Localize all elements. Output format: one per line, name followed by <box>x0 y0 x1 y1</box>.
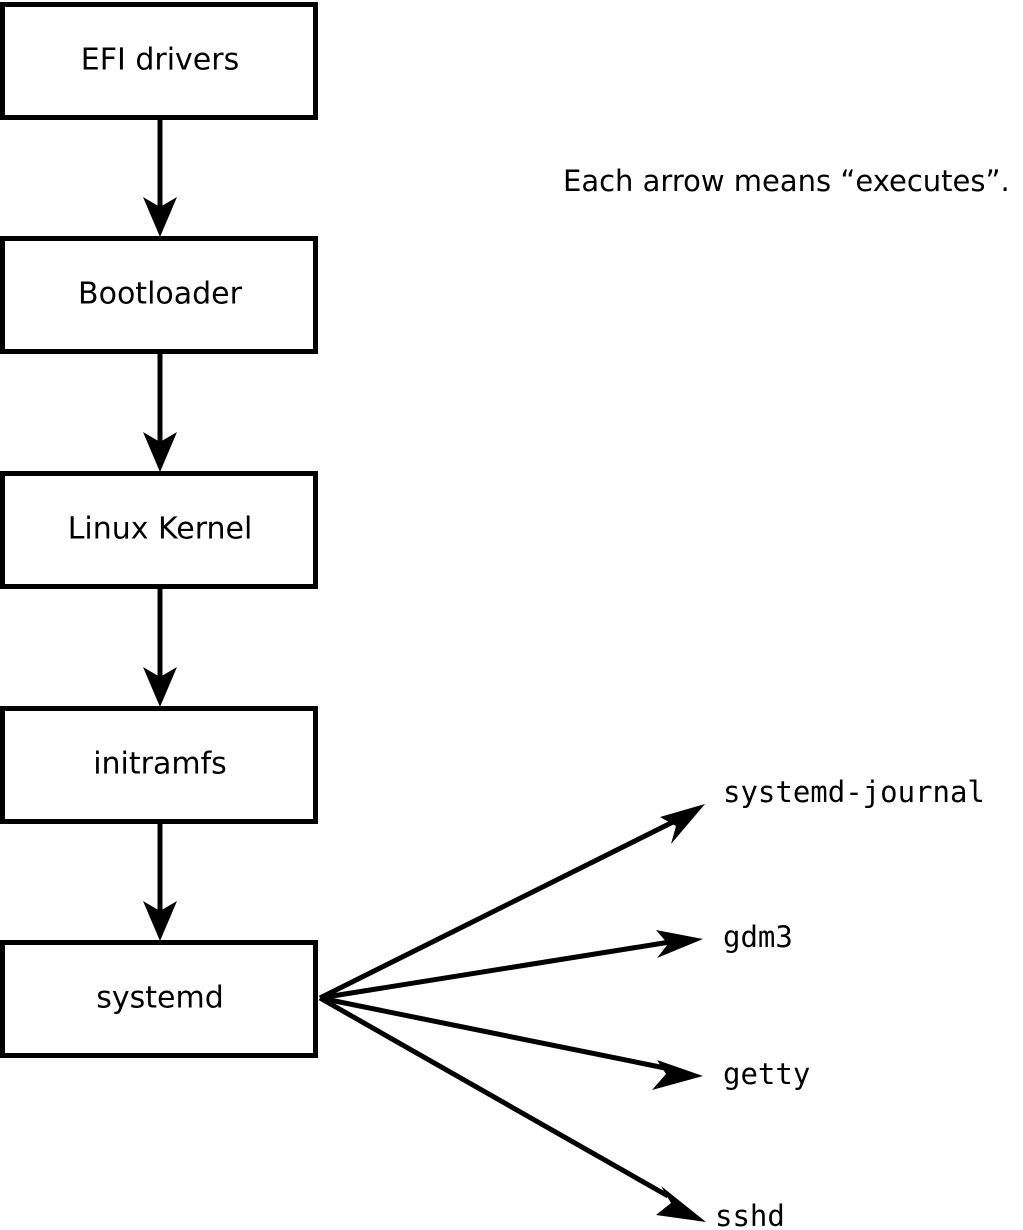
arrow-head-icon <box>652 1060 703 1090</box>
stage-box-label: systemd <box>96 981 224 1016</box>
stage-box-label: Linux Kernel <box>68 512 253 547</box>
stage-box-systemd[interactable]: systemd <box>0 940 318 1058</box>
arrow-shaft <box>319 939 671 1001</box>
stage-box-rect <box>0 471 318 589</box>
boot-chain-group: EFI drivers Bootloader Linux Kernel init… <box>0 2 318 1058</box>
arrow-bootloader-to-linux-kernel <box>143 352 177 472</box>
arrow-shaft <box>318 817 679 1001</box>
arrow-head-icon <box>656 930 703 958</box>
stage-box-bootloader[interactable]: Bootloader <box>0 236 318 354</box>
diagram-caption: Each arrow means “executes”. <box>563 164 1010 198</box>
arrow-head-icon <box>660 804 705 844</box>
stage-box-initramfs[interactable]: initramfs <box>0 706 318 824</box>
stage-box-efi-drivers[interactable]: EFI drivers <box>0 2 318 120</box>
arrow-shaft <box>319 995 671 1072</box>
arrow-head-icon <box>143 197 177 237</box>
arrow-initramfs-to-systemd <box>143 822 177 941</box>
arrow-head-icon <box>143 432 177 472</box>
arrow-systemd-to-systemd-journal <box>318 804 705 1001</box>
chain-arrows-group <box>143 118 177 941</box>
service-label-sshd[interactable]: sshd <box>715 1199 785 1230</box>
arrow-efi-drivers-to-bootloader <box>143 118 177 237</box>
service-label-systemd-journal[interactable]: systemd-journal <box>723 775 985 809</box>
arrow-head-icon <box>143 667 177 707</box>
systemd-fanout-group <box>318 804 706 1222</box>
arrow-linux-kernel-to-initramfs <box>143 587 177 707</box>
arrow-shaft <box>318 995 670 1199</box>
service-label-getty[interactable]: getty <box>723 1057 810 1091</box>
stage-box-label: initramfs <box>93 747 227 782</box>
arrow-systemd-to-gdm3 <box>319 930 703 1001</box>
arrow-head-icon <box>143 901 177 941</box>
stage-box-linux-kernel[interactable]: Linux Kernel <box>0 471 318 589</box>
stage-box-rect <box>0 236 318 354</box>
stage-box-rect <box>0 2 318 120</box>
stage-box-label: Bootloader <box>78 277 243 312</box>
service-label-gdm3[interactable]: gdm3 <box>723 920 793 954</box>
arrow-head-icon <box>656 1186 706 1222</box>
stage-box-rect <box>0 940 318 1058</box>
service-labels-group: systemd-journal gdm3 getty sshd <box>715 775 985 1230</box>
stage-box-rect <box>0 706 318 824</box>
arrow-systemd-to-sshd <box>318 995 706 1222</box>
stage-box-label: EFI drivers <box>81 43 239 78</box>
arrow-systemd-to-getty <box>319 995 703 1090</box>
